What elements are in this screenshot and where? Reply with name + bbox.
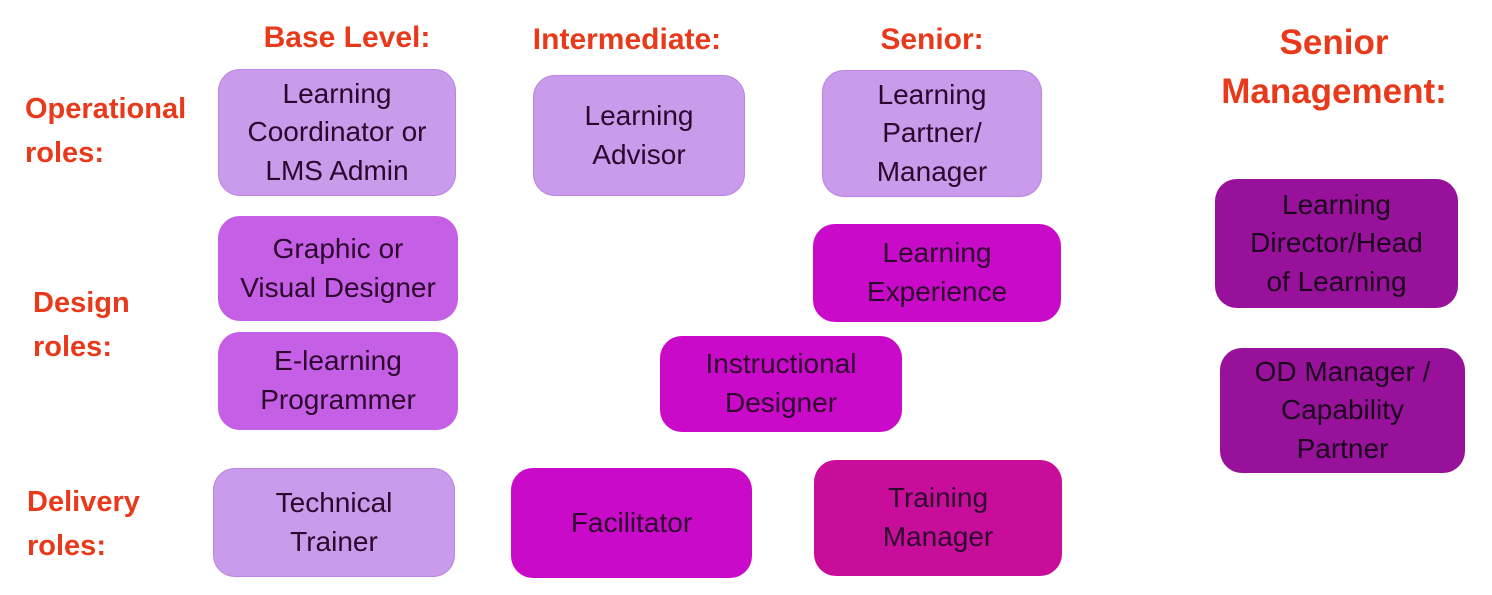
column-header-base-level: Base Level: — [263, 21, 431, 54]
role-box-technical-trainer: Technical Trainer — [213, 468, 455, 577]
row-label-design-roles: Design roles: — [33, 287, 130, 363]
role-box-learning-coordinator-lms-admin: Learning Coordinator or LMS Admin — [218, 69, 456, 196]
row-label-operational-roles: Operational roles: — [25, 93, 187, 169]
role-box-graphic-visual-designer: Graphic or Visual Designer — [218, 216, 458, 321]
role-box-facilitator: Facilitator — [511, 468, 752, 578]
row-label-delivery-roles: Delivery roles: — [27, 486, 140, 562]
column-header-senior: Senior: — [880, 23, 984, 56]
role-box-learning-director-head-of-learning: Learning Director/Head of Learning — [1215, 179, 1458, 308]
role-box-learning-experience: Learning Experience — [813, 224, 1061, 322]
role-box-learning-partner-manager: Learning Partner/ Manager — [822, 70, 1042, 197]
role-box-elearning-programmer: E-learning Programmer — [218, 332, 458, 430]
role-box-training-manager: Training Manager — [814, 460, 1062, 576]
column-header-intermediate: Intermediate: — [532, 23, 722, 56]
role-box-learning-advisor: Learning Advisor — [533, 75, 745, 196]
role-box-od-manager-capability-partner: OD Manager / Capability Partner — [1220, 348, 1465, 473]
role-box-instructional-designer: Instructional Designer — [660, 336, 902, 432]
column-header-senior-management: Senior Management: — [1221, 23, 1447, 111]
